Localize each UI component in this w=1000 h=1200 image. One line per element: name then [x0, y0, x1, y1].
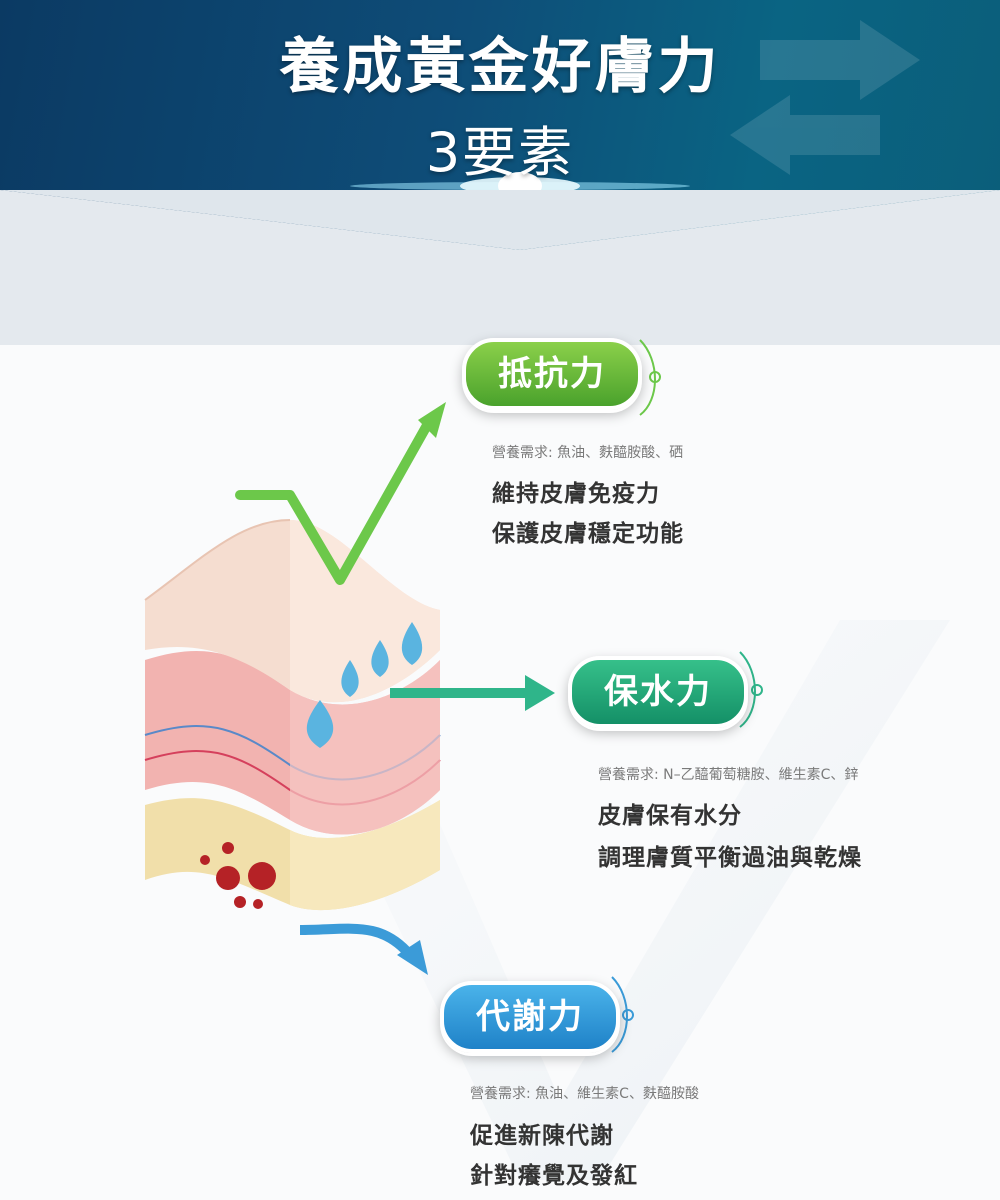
factor-line: 維持皮膚免疫力 — [492, 481, 660, 507]
factor-line: 針對癢覺及發紅 — [470, 1163, 638, 1189]
factor-line: 促進新陳代謝 — [470, 1123, 614, 1149]
factor-line: 調理膚質平衡過油與乾燥 — [598, 845, 862, 871]
factor-line: 保護皮膚穩定功能 — [492, 521, 684, 547]
factor-line: 皮膚保有水分 — [598, 803, 742, 829]
factor-need-resistance: 營養需求: 魚油、麩醯胺酸、硒 — [492, 445, 684, 461]
factor-pill-metabolism: 代謝力 — [440, 981, 620, 1053]
virus-icon — [200, 842, 276, 909]
factor-pill-resistance: 抵抗力 — [462, 338, 642, 410]
water-drop-icon — [306, 622, 423, 748]
page-title: 養成黃金好膚力 — [279, 32, 721, 102]
curved-arrow-icon — [299, 923, 414, 959]
factor-pill-hydration: 保水力 — [568, 656, 748, 728]
header-band — [0, 190, 1000, 345]
bottom-layer — [145, 798, 440, 911]
middle-layer — [144, 651, 441, 835]
factor-need-hydration: 營養需求: N–乙醯葡萄糖胺、維生素C、鋅 — [598, 767, 859, 783]
check-arrow-icon — [235, 415, 435, 585]
factor-need-metabolism: 營養需求: 魚油、維生素C、麩醯胺酸 — [470, 1086, 699, 1102]
page-subtitle: 3要素 — [425, 121, 575, 184]
